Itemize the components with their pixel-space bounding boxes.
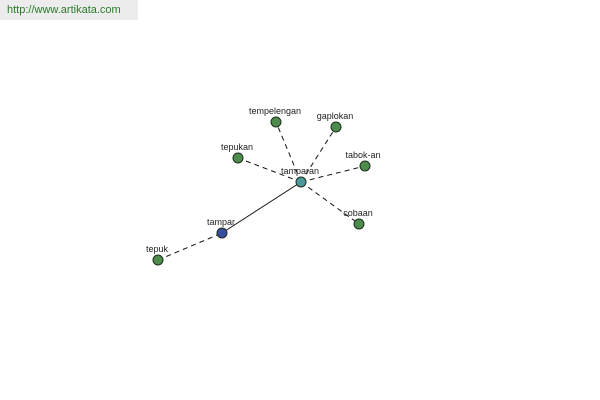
node-label-tempelengan: tempelengan: [249, 106, 301, 116]
node-circle-tampar[interactable]: [216, 227, 228, 239]
node-circle-tabok-an[interactable]: [359, 160, 371, 172]
node-label-cobaan: cobaan: [343, 208, 373, 218]
edge-tamparan-gaplokan: [300, 126, 337, 183]
node-tempelengan[interactable]: tempelengan: [249, 106, 301, 128]
node-circle-gaplokan[interactable]: [330, 121, 342, 133]
node-circle-tamparan[interactable]: [295, 176, 307, 188]
node-label-tepukan: tepukan: [221, 142, 253, 152]
edge-tamparan-tabok-an: [300, 165, 366, 183]
node-label-tamparan: tamparan: [281, 166, 319, 176]
edge-tampar-tamparan: [221, 181, 302, 234]
node-circle-tepuk[interactable]: [152, 254, 164, 266]
node-tepukan[interactable]: tepukan: [221, 142, 253, 164]
node-label-tabok-an: tabok-an: [345, 150, 380, 160]
node-label-tepuk: tepuk: [146, 244, 169, 254]
node-gaplokan[interactable]: gaplokan: [317, 111, 354, 133]
node-tamparan[interactable]: tamparan: [281, 166, 319, 188]
node-cobaan[interactable]: cobaan: [343, 208, 373, 230]
nodes-layer: tamparan tampar tepuk tepukan tempelengan gap…: [146, 106, 381, 266]
node-circle-tempelengan[interactable]: [270, 116, 282, 128]
edge-tamparan-tepukan: [237, 157, 302, 183]
edge-tepuk-tampar: [157, 232, 223, 261]
node-circle-tepukan[interactable]: [232, 152, 244, 164]
edges-layer: [157, 121, 366, 261]
node-label-gaplokan: gaplokan: [317, 111, 354, 121]
edge-tamparan-tempelengan: [275, 121, 302, 183]
edge-tamparan-cobaan: [300, 181, 360, 225]
source-url[interactable]: http://www.artikata.com: [0, 0, 138, 20]
node-tabok-an[interactable]: tabok-an: [345, 150, 381, 172]
node-circle-cobaan[interactable]: [353, 218, 365, 230]
node-tepuk[interactable]: tepuk: [146, 244, 169, 266]
node-tampar[interactable]: tampar: [207, 217, 235, 239]
node-label-tampar: tampar: [207, 217, 235, 227]
